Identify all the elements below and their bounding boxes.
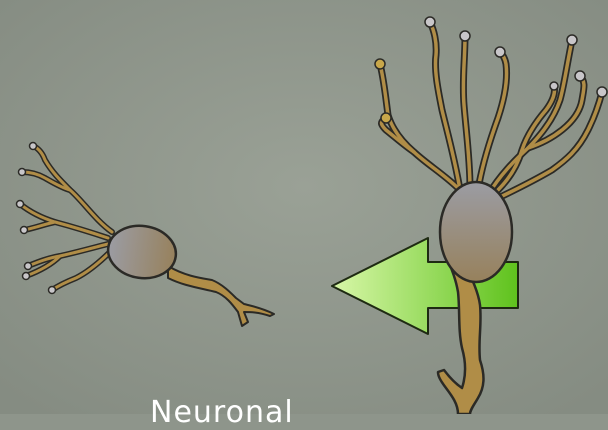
caption-text: Neuronal: [150, 398, 294, 428]
dendrite-tip: [597, 87, 607, 97]
large-neuron-soma: [440, 182, 512, 282]
dendrite-tip: [375, 59, 385, 69]
diagram-canvas: Neuronal: [0, 0, 608, 414]
dendrite-tip: [567, 35, 577, 45]
dendrite-tip: [19, 169, 26, 176]
dendrite-tip: [550, 82, 558, 90]
dendrite-tip: [30, 143, 37, 150]
background: [0, 0, 608, 414]
dendrite-tip: [21, 227, 28, 234]
dendrite-tip: [575, 71, 585, 81]
neuron-migration-diagram: [0, 0, 608, 414]
dendrite-tip: [495, 47, 505, 57]
dendrite-tip: [23, 273, 30, 280]
dendrite-tip: [460, 31, 470, 41]
dendrite-tip: [25, 263, 32, 270]
dendrite-tip: [49, 287, 56, 294]
dendrite-tip: [17, 201, 24, 208]
dendrite-tip: [425, 17, 435, 27]
dendrite-tip: [381, 113, 391, 123]
